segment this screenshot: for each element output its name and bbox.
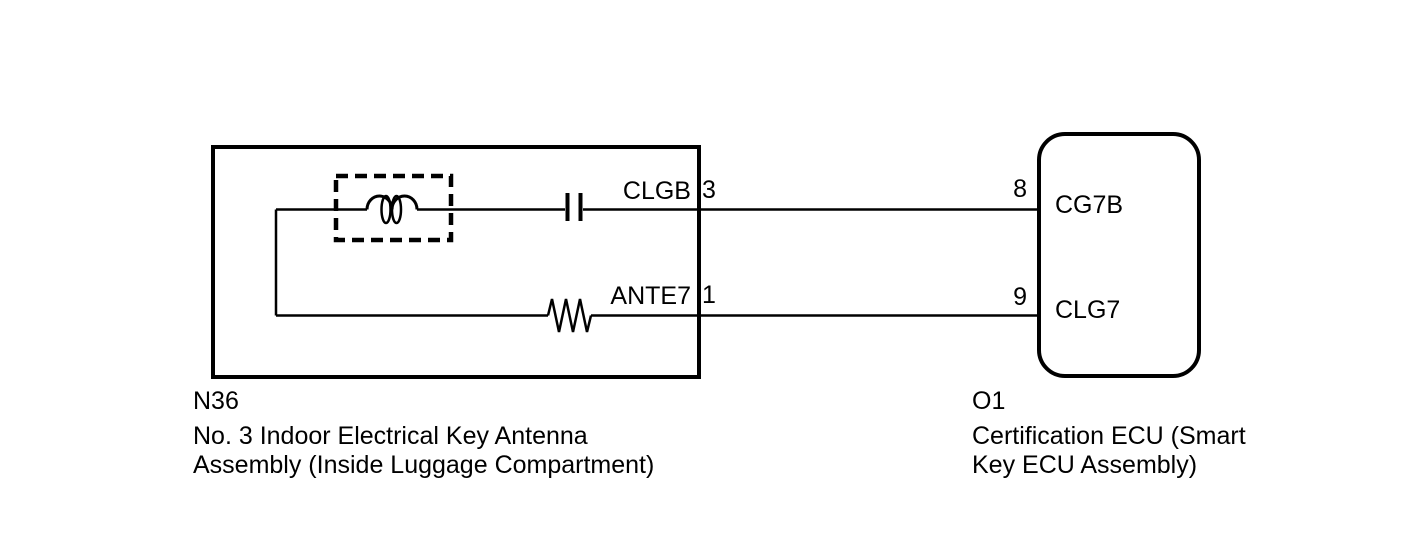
inductor-coil-loop-right-icon	[390, 194, 403, 225]
capacitor-icon	[565, 193, 583, 221]
inductor-coil-loop-left-icon	[380, 194, 392, 225]
terminal-label-ante7: ANTE7	[610, 282, 691, 310]
pin-number-3: 3	[702, 176, 716, 204]
component-code-o1: O1	[972, 387, 1006, 415]
ecu-box	[1037, 132, 1201, 378]
component-desc-n36-line1: No. 3 Indoor Electrical Key Antenna	[193, 422, 588, 450]
pin-number-9: 9	[1013, 283, 1027, 311]
component-desc-o1-line1: Certification ECU (Smart	[972, 422, 1246, 450]
component-desc-o1-line2: Key ECU Assembly)	[972, 451, 1198, 479]
terminal-label-clg7: CLG7	[1055, 296, 1121, 324]
component-desc-n36-line2: Assembly (Inside Luggage Compartment)	[193, 451, 655, 479]
resistor-icon	[546, 298, 593, 333]
antenna-assembly-box	[211, 145, 701, 379]
component-code-n36: N36	[193, 387, 239, 415]
terminal-label-clgb: CLGB	[622, 177, 691, 205]
pin-number-1: 1	[702, 281, 716, 309]
terminal-label-cg7b: CG7B	[1055, 191, 1124, 219]
inductor-dashed-enclosure	[333, 173, 454, 243]
pin-number-8: 8	[1013, 175, 1027, 203]
